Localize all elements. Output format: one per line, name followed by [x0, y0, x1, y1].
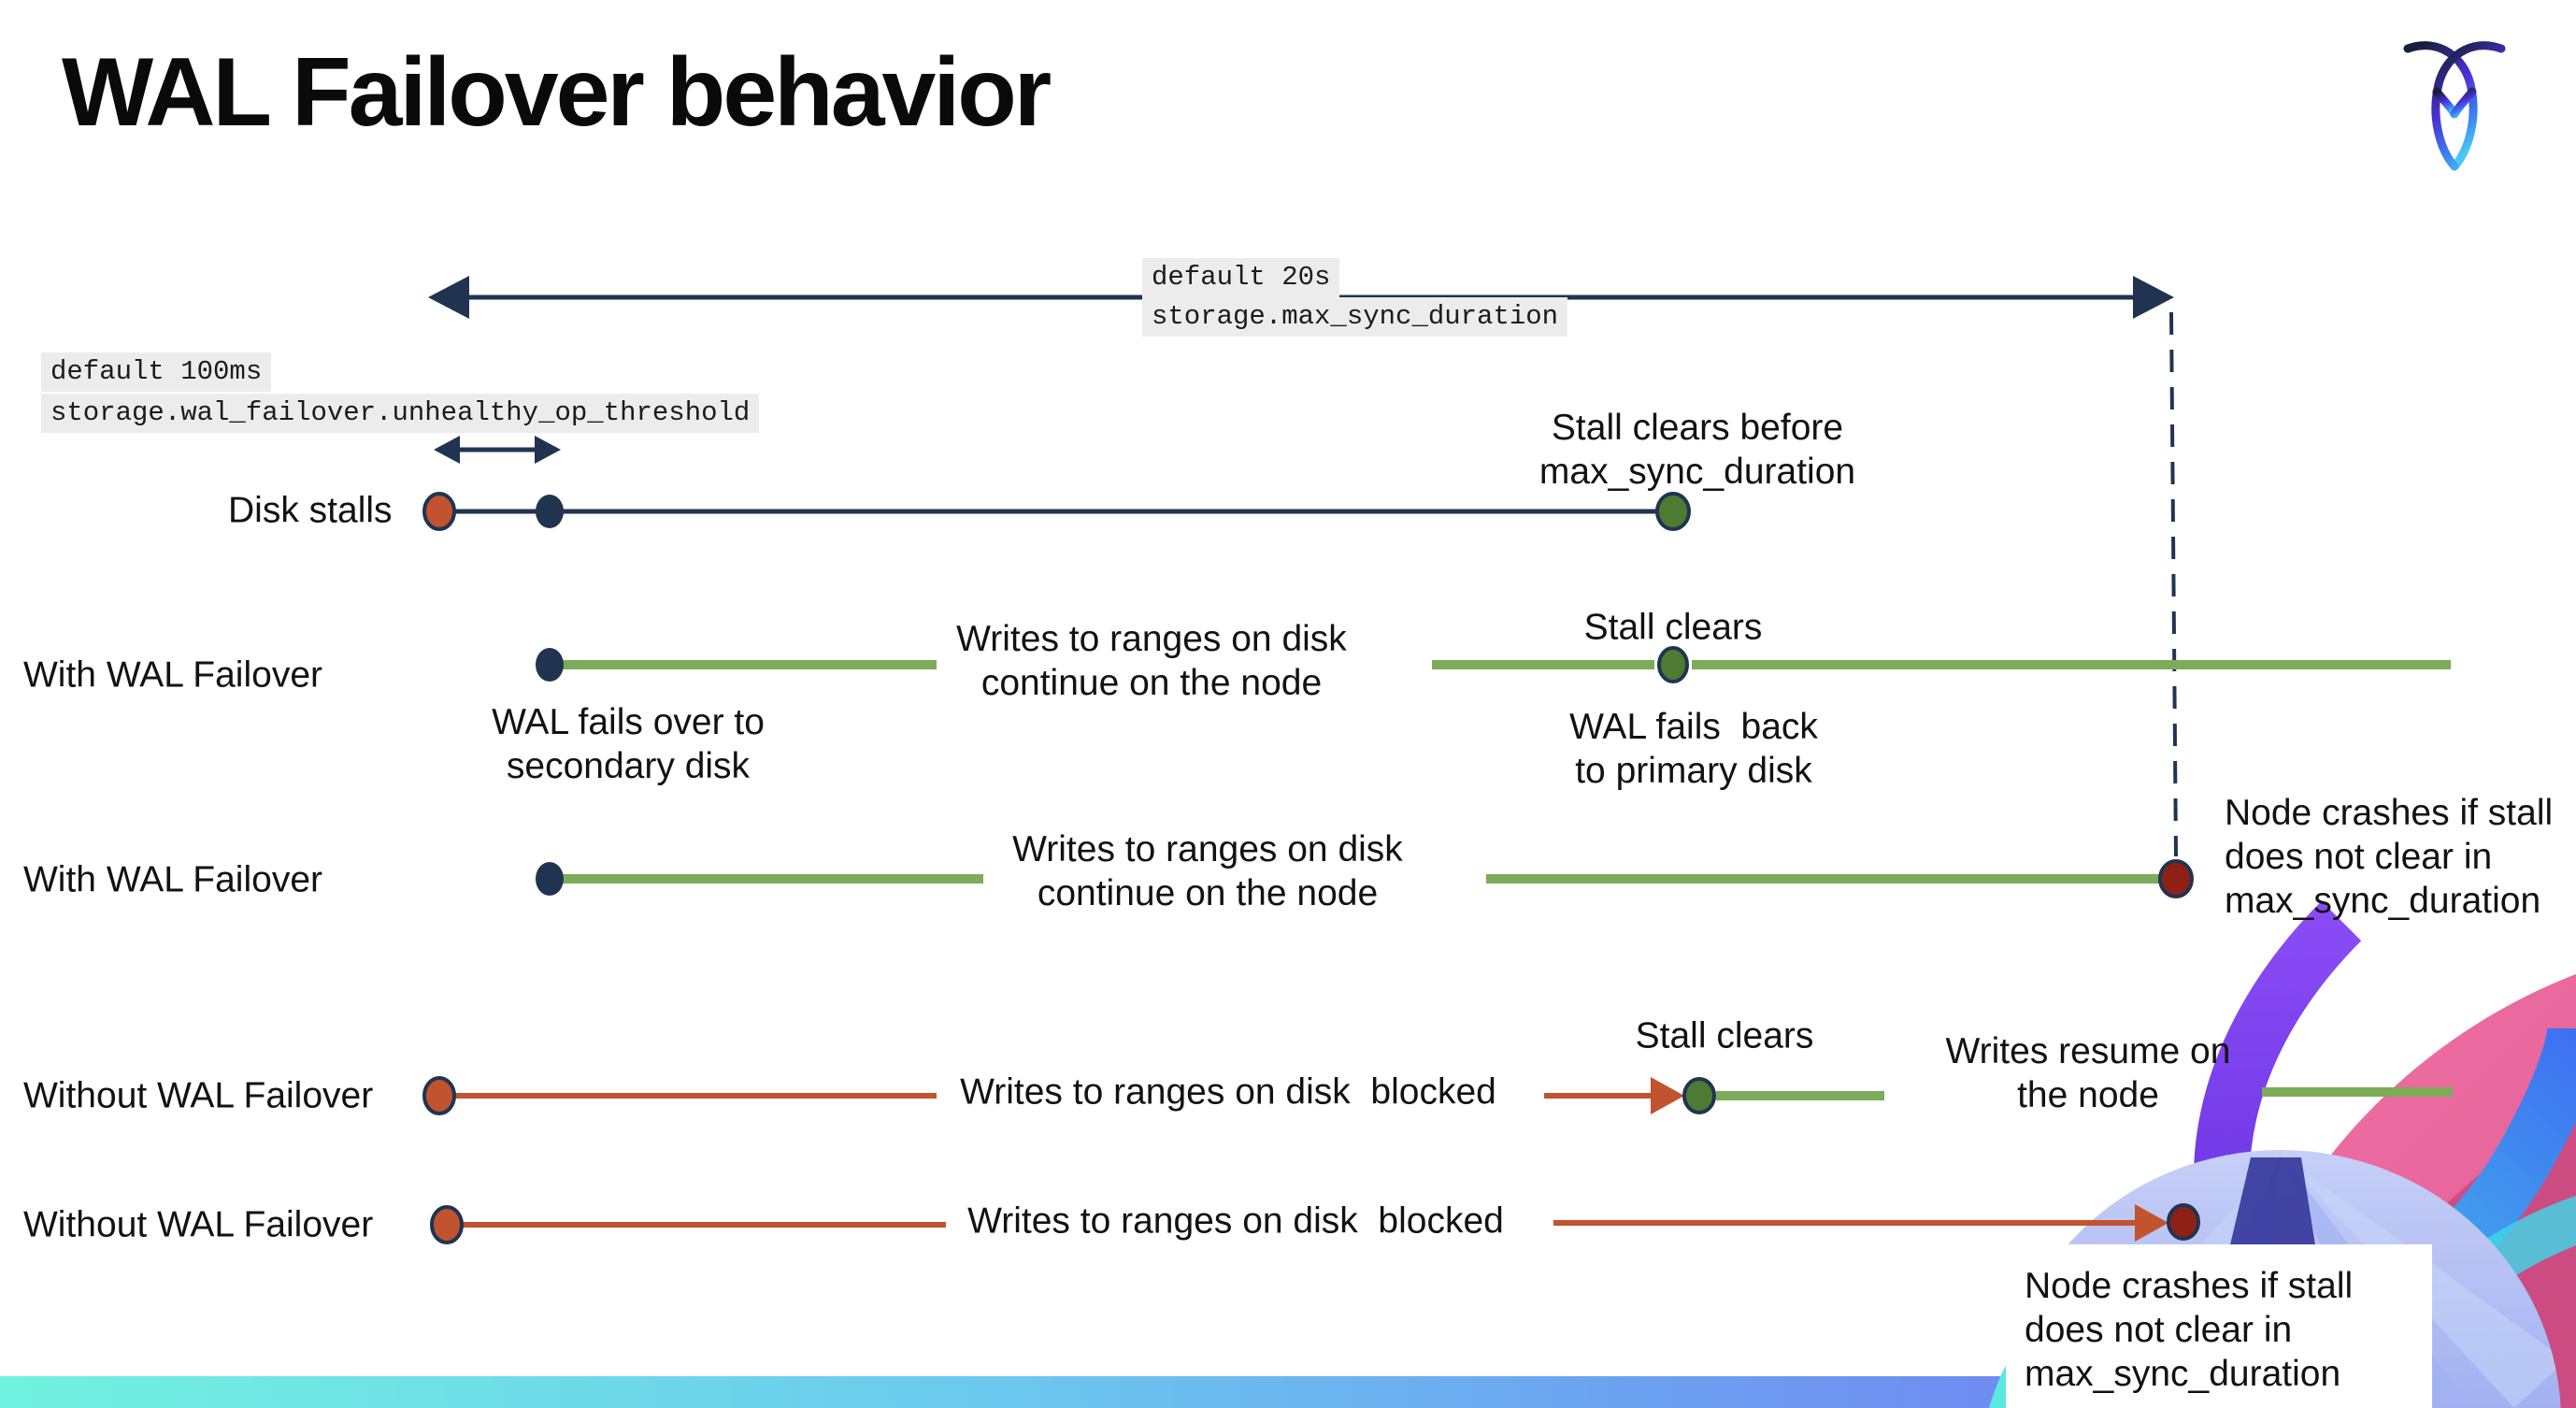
threshold-default-label: default 100ms — [41, 352, 272, 392]
crash-dot-1 — [2158, 859, 2194, 898]
row-with-wal-failover-1 — [536, 646, 2451, 683]
threshold-dot — [536, 495, 564, 528]
row-without-wal-failover-2 — [430, 1203, 2200, 1244]
annotation-writes-blocked-2: Writes to ranges on disk blocked — [967, 1200, 1504, 1242]
stall-clears-dot-1 — [1655, 492, 1691, 531]
crash-dot-2 — [2167, 1203, 2200, 1241]
red-arrowhead-1 — [1651, 1077, 1684, 1114]
dashed-crash-connector — [2169, 311, 2178, 857]
annotation-node-crashes-2: Node crashes if stall does not clear in … — [2025, 1266, 2354, 1394]
stall-clears-dot-3 — [1682, 1077, 1716, 1114]
annotation-writes-continue-2: Writes to ranges on disk continue on the… — [1012, 829, 1403, 913]
annotation-wal-fails-back: WAL fails back to primary disk — [1569, 707, 1818, 791]
max-sync-default-label: default 20s — [1142, 258, 1340, 297]
row-label-without-wal-2: Without WAL Failover — [23, 1204, 374, 1245]
threshold-arrow — [434, 436, 561, 464]
threshold-setting-name: storage.wal_failover.unhealthy_op_thresh… — [41, 394, 760, 433]
annotation-writes-resume: Writes resume on the node — [1945, 1031, 2231, 1115]
annotation-stall-clears-1: Stall clears — [1583, 607, 1763, 648]
red-arrowhead-2 — [2135, 1204, 2168, 1242]
crash-note-box — [2006, 1244, 2432, 1408]
row-label-with-wal-1: With WAL Failover — [23, 654, 322, 696]
annotation-stall-clears-before: Stall clears before max_sync_duration — [1538, 408, 1856, 492]
failover-dot-1 — [536, 648, 564, 682]
row-with-wal-failover-2 — [536, 859, 2194, 898]
stall-start-dot-3 — [430, 1205, 464, 1244]
row-label-without-wal-1: Without WAL Failover — [23, 1075, 374, 1116]
row-without-wal-failover-1 — [422, 1076, 2453, 1115]
disk-stall-start-dot — [422, 492, 456, 531]
stall-start-dot-2 — [422, 1076, 456, 1115]
page-title: WAL Failover behavior — [62, 38, 1052, 147]
row-disk-stalls — [422, 492, 1691, 531]
failover-dot-2 — [536, 862, 564, 896]
annotation-writes-blocked-1: Writes to ranges on disk blocked — [960, 1071, 1496, 1113]
annotation-wal-fails-over: WAL fails over to secondary disk — [492, 702, 765, 786]
stall-clears-dot-2 — [1657, 646, 1689, 683]
cockroachdb-logo-icon — [2403, 41, 2506, 171]
row-label-with-wal-2: With WAL Failover — [23, 859, 322, 900]
max-sync-setting-name: storage.max_sync_duration — [1142, 297, 1568, 337]
annotation-stall-clears-2: Stall clears — [1635, 1015, 1814, 1056]
row-label-disk-stalls: Disk stalls — [228, 490, 393, 531]
annotation-writes-continue-1: Writes to ranges on disk continue on the… — [956, 619, 1347, 703]
annotation-node-crashes-1: Node crashes if stall does not clear in … — [2225, 793, 2554, 921]
